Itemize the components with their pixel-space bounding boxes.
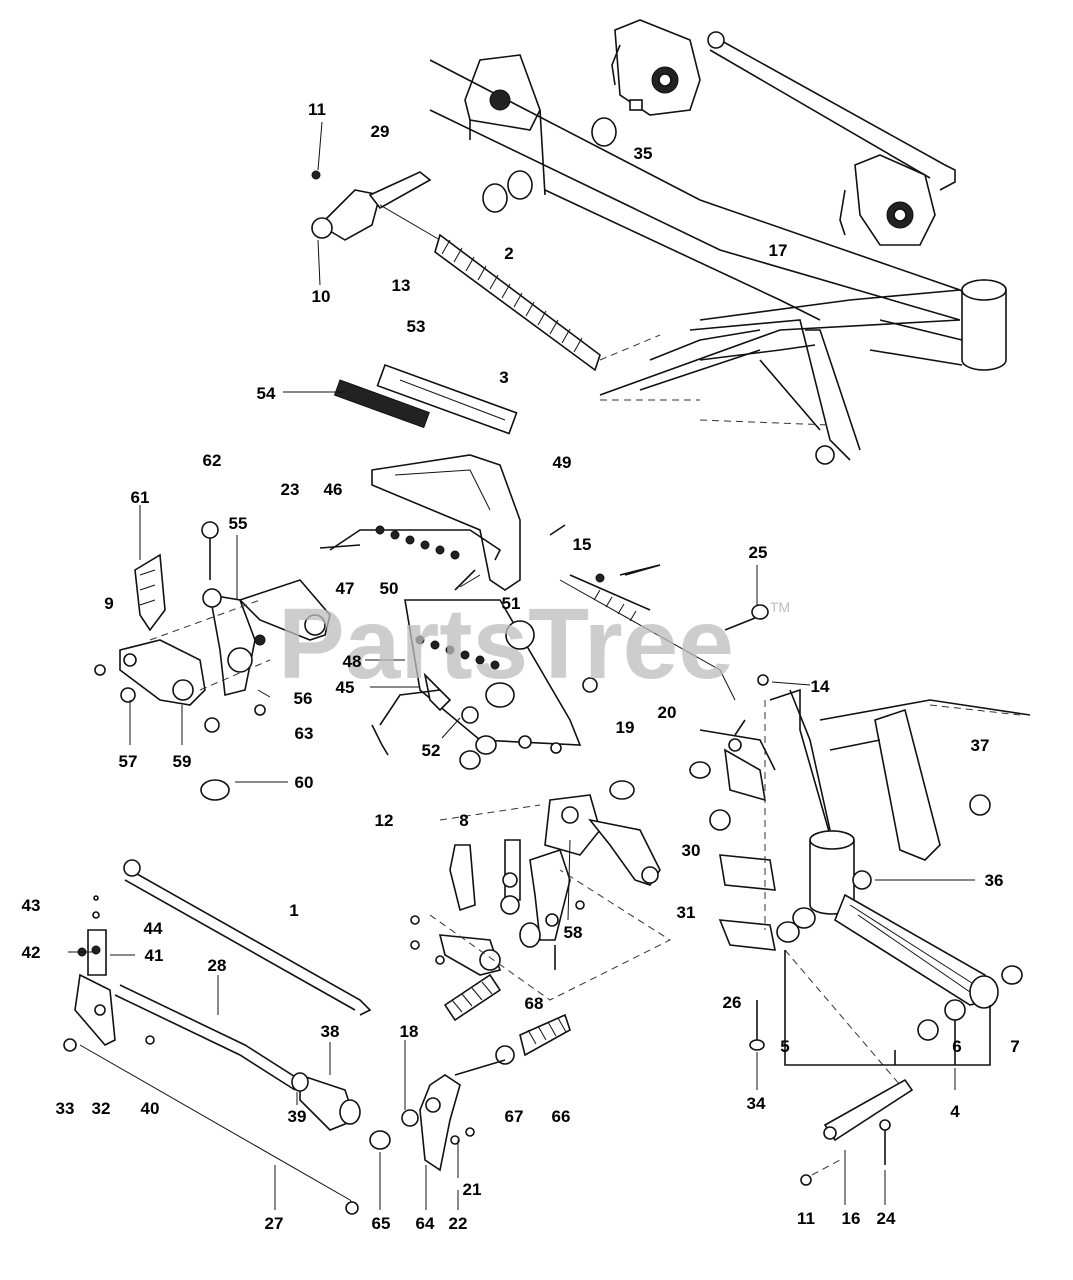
part-label-47: 47 xyxy=(336,579,355,598)
upper-pivot-assembly xyxy=(482,19,956,246)
part-number-callouts: 1 2 3 4 5 6 7 8 9 10 11 11 12 13 14 15 1… xyxy=(22,100,1020,1233)
decal-group xyxy=(333,363,518,435)
part-label-36: 36 xyxy=(985,871,1004,890)
part-label-6: 6 xyxy=(952,1037,961,1056)
part-label-38: 38 xyxy=(321,1022,340,1041)
part-label-10: 10 xyxy=(312,287,331,306)
part-label-29: 29 xyxy=(371,122,390,141)
watermark-text: PartsTree xyxy=(278,588,734,700)
part-label-53: 53 xyxy=(407,317,426,336)
part-label-27: 27 xyxy=(265,1214,284,1233)
part-label-42: 42 xyxy=(22,943,41,962)
lower-rods xyxy=(63,859,372,1215)
part-label-46: 46 xyxy=(324,480,343,499)
part-label-37: 37 xyxy=(971,736,990,755)
lower-springs xyxy=(369,973,571,1172)
part-label-8: 8 xyxy=(459,811,468,830)
part-label-35: 35 xyxy=(634,144,653,163)
part-label-61: 61 xyxy=(131,488,150,507)
adjustment-plate-assembly xyxy=(319,454,736,770)
part-label-56: 56 xyxy=(294,689,313,708)
main-frame xyxy=(429,54,1007,465)
part-label-54: 54 xyxy=(257,384,276,403)
part-label-63: 63 xyxy=(295,724,314,743)
part-label-26: 26 xyxy=(723,993,742,1012)
watermark-trademark: TM xyxy=(770,599,790,615)
part-label-44: 44 xyxy=(144,919,163,938)
part-label-32: 32 xyxy=(92,1099,111,1118)
part-label-7: 7 xyxy=(1010,1037,1019,1056)
part-label-18: 18 xyxy=(400,1022,419,1041)
part-label-67: 67 xyxy=(505,1107,524,1126)
part-label-21: 21 xyxy=(463,1180,482,1199)
part-label-31: 31 xyxy=(677,903,696,922)
center-linkage xyxy=(410,761,711,1001)
part-label-5: 5 xyxy=(780,1037,789,1056)
part-label-11-top: 11 xyxy=(308,100,326,119)
part-label-68: 68 xyxy=(525,994,544,1013)
part-label-59: 59 xyxy=(173,752,192,771)
part-label-57: 57 xyxy=(119,752,138,771)
part-label-50: 50 xyxy=(380,579,399,598)
part-label-66: 66 xyxy=(552,1107,571,1126)
part-label-60: 60 xyxy=(295,773,314,792)
part-label-22: 22 xyxy=(449,1214,468,1233)
part-label-30: 30 xyxy=(682,841,701,860)
part-label-13: 13 xyxy=(392,276,411,295)
part-label-34: 34 xyxy=(747,1094,766,1113)
part-label-51: 51 xyxy=(502,594,521,613)
part-label-9: 9 xyxy=(104,594,113,613)
part-label-62: 62 xyxy=(203,451,222,470)
part-label-40: 40 xyxy=(141,1099,160,1118)
part-label-16: 16 xyxy=(842,1209,861,1228)
part-label-58: 58 xyxy=(564,923,583,942)
part-label-33: 33 xyxy=(56,1099,75,1118)
part-label-28: 28 xyxy=(208,956,227,975)
part-label-12: 12 xyxy=(375,811,394,830)
part-label-48: 48 xyxy=(343,652,362,671)
part-label-17: 17 xyxy=(769,241,788,260)
part-label-11-bottom: 11 xyxy=(797,1209,815,1228)
part-label-25: 25 xyxy=(749,543,768,562)
part-label-1: 1 xyxy=(289,901,298,920)
part-label-52: 52 xyxy=(422,741,441,760)
part-label-43: 43 xyxy=(22,896,41,915)
part-label-49: 49 xyxy=(553,453,572,472)
part-label-23: 23 xyxy=(281,480,300,499)
part-label-64: 64 xyxy=(416,1214,435,1233)
left-lever-assembly xyxy=(94,521,331,801)
part-label-19: 19 xyxy=(616,718,635,737)
part-label-4: 4 xyxy=(950,1102,960,1121)
right-frame-assembly xyxy=(619,564,1031,1186)
part-label-45: 45 xyxy=(336,678,355,697)
part-label-3: 3 xyxy=(499,368,508,387)
leader-lines xyxy=(68,121,975,1210)
part-label-15: 15 xyxy=(573,535,592,554)
part-label-41: 41 xyxy=(145,946,164,965)
part-label-65: 65 xyxy=(372,1214,391,1233)
part-label-20: 20 xyxy=(658,703,677,722)
spring-assembly xyxy=(311,170,661,372)
part-label-2: 2 xyxy=(504,244,513,263)
part-label-39: 39 xyxy=(288,1107,307,1126)
part-label-14: 14 xyxy=(811,677,830,696)
part-label-24: 24 xyxy=(877,1209,896,1228)
part-label-55: 55 xyxy=(229,514,248,533)
